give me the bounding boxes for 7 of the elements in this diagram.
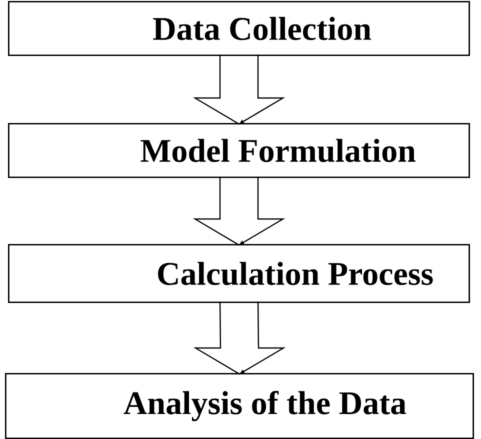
process-box: Calculation Process	[8, 244, 470, 303]
hollow-arrow	[193, 300, 286, 375]
process-box: Analysis of the Data	[5, 373, 474, 439]
hollow-arrow	[192, 54, 286, 125]
process-box: Data Collection	[8, 1, 470, 56]
hollow-arrow	[192, 176, 286, 246]
process-box: Model Formulation	[8, 123, 470, 178]
